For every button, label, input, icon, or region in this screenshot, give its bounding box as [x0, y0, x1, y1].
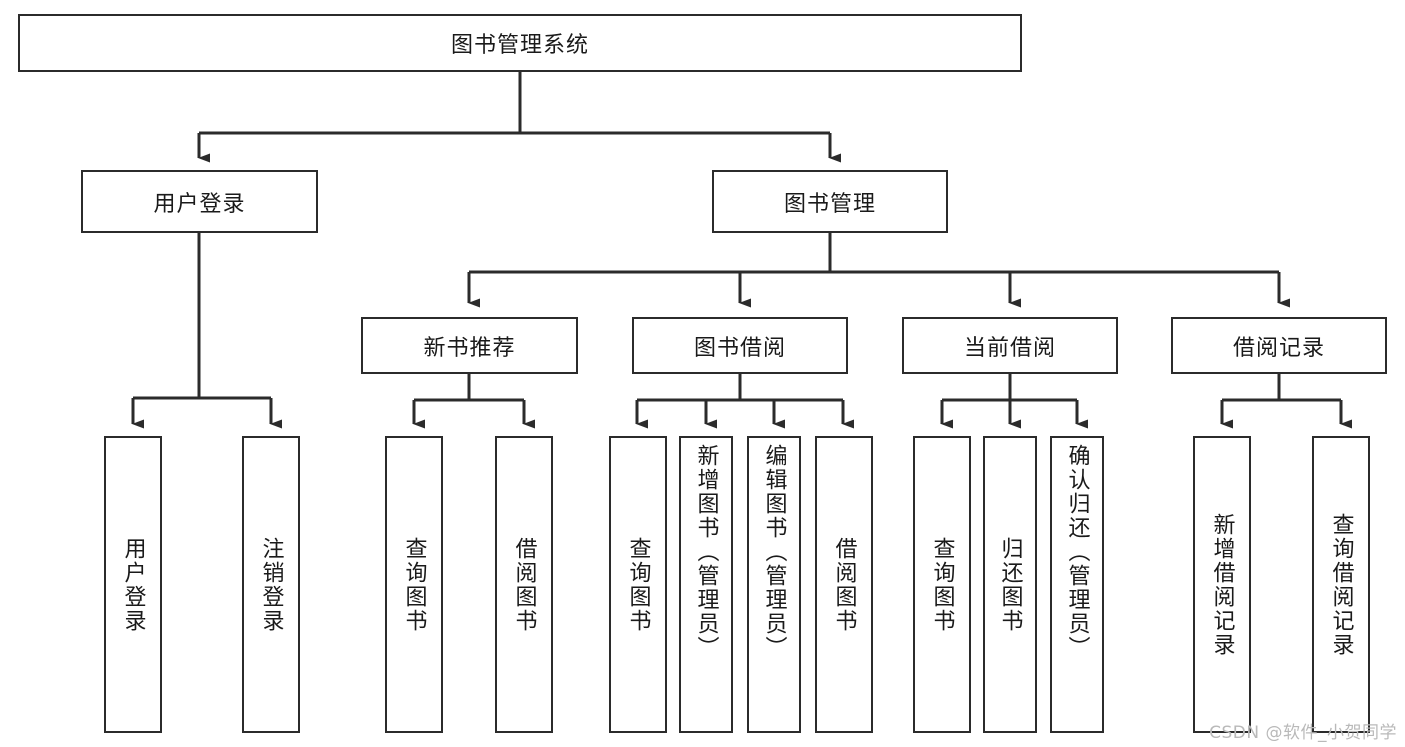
leaf-book-borrow-edit-book-admin[interactable]: 编辑图书（管理员） [747, 436, 801, 733]
node-book-borrow[interactable]: 图书借阅 [632, 317, 848, 374]
leaf-current-borrow-return-book[interactable]: 归还图书 [983, 436, 1037, 733]
node-label: 查询图书 [929, 536, 955, 633]
node-book-management[interactable]: 图书管理 [712, 170, 948, 233]
csdn-watermark: CSDN @软件_小贺同学 [1209, 723, 1397, 743]
node-label: 编辑图书（管理员） [761, 444, 787, 660]
leaf-new-book-query-book[interactable]: 查询图书 [385, 436, 443, 733]
node-label: 图书借阅 [693, 335, 786, 361]
node-borrow-record[interactable]: 借阅记录 [1171, 317, 1387, 374]
node-label: 查询图书 [625, 536, 651, 633]
node-label: 图书管理系统 [450, 33, 589, 58]
node-label: 注销登录 [258, 536, 284, 633]
node-label: 借阅记录 [1232, 335, 1325, 361]
leaf-user-login-logout[interactable]: 注销登录 [242, 436, 300, 733]
node-label: 新增借阅记录 [1209, 512, 1235, 657]
node-new-book-recommend[interactable]: 新书推荐 [361, 317, 578, 374]
node-label: 图书管理 [783, 191, 876, 217]
leaf-book-borrow-add-book-admin[interactable]: 新增图书（管理员） [679, 436, 733, 733]
node-label: 确认归还（管理员） [1064, 444, 1090, 660]
node-root-book-management-system[interactable]: 图书管理系统 [18, 14, 1022, 72]
leaf-user-login-login[interactable]: 用户登录 [104, 436, 162, 733]
leaf-book-borrow-borrow-book[interactable]: 借阅图书 [815, 436, 873, 733]
node-label: 新增图书（管理员） [693, 444, 719, 660]
node-user-login[interactable]: 用户登录 [81, 170, 318, 233]
node-label: 借阅图书 [511, 536, 537, 633]
leaf-new-book-borrow-book[interactable]: 借阅图书 [495, 436, 553, 733]
leaf-current-borrow-query-book[interactable]: 查询图书 [913, 436, 971, 733]
node-label: 用户登录 [120, 536, 146, 633]
node-label: 用户登录 [153, 191, 246, 217]
node-label: 新书推荐 [423, 335, 516, 361]
leaf-borrow-record-query-record[interactable]: 查询借阅记录 [1312, 436, 1370, 733]
node-label: 借阅图书 [831, 536, 857, 633]
leaf-book-borrow-query-book[interactable]: 查询图书 [609, 436, 667, 733]
node-current-borrow[interactable]: 当前借阅 [902, 317, 1118, 374]
node-label: 查询借阅记录 [1328, 512, 1354, 657]
node-label: 当前借阅 [963, 335, 1056, 361]
node-label: 归还图书 [997, 536, 1023, 633]
leaf-current-borrow-confirm-return-admin[interactable]: 确认归还（管理员） [1050, 436, 1104, 733]
leaf-borrow-record-add-record[interactable]: 新增借阅记录 [1193, 436, 1251, 733]
node-label: 查询图书 [401, 536, 427, 633]
